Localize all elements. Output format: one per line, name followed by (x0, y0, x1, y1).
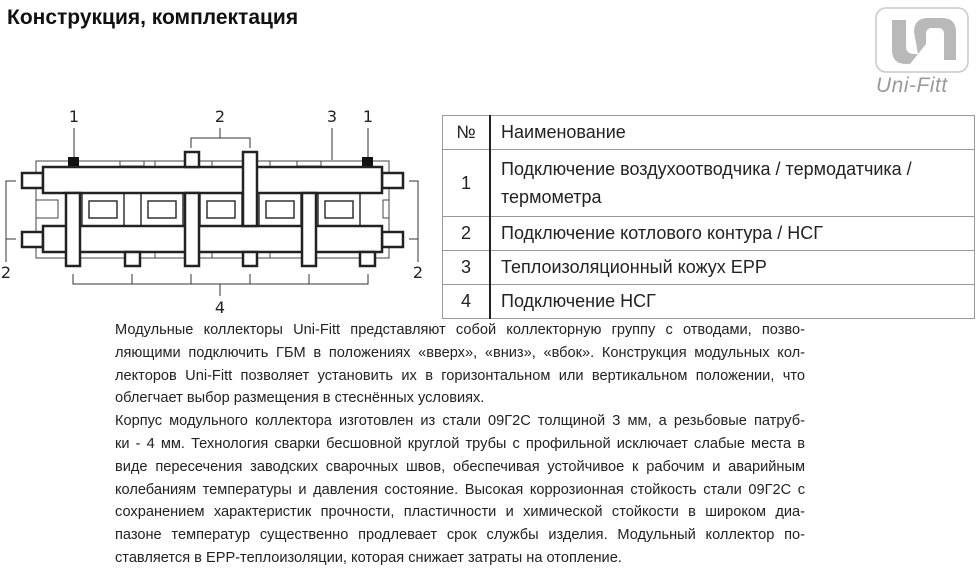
row-name: Подключение НСГ (489, 284, 975, 319)
side-connection-stub (380, 171, 405, 190)
row-num: 3 (442, 250, 491, 285)
logo-text: Uni-Fitt (876, 74, 948, 97)
table-row: 2 Подключение котлового контура / НСГ (442, 216, 975, 251)
uni-fitt-logo-icon (875, 7, 969, 73)
row-num: 4 (442, 284, 491, 319)
description-text: Модульные коллекторы Uni-Fitt представля… (115, 319, 805, 570)
paragraph-line: облегчает выбор размещения в стеснённых … (115, 390, 485, 407)
callout-label: 1 (69, 107, 79, 126)
bottom-header-pipe (41, 224, 384, 254)
paragraph-line: ки - 4 мм. Технология сварки бесшовной к… (115, 435, 805, 452)
callout-label: 4 (215, 298, 225, 317)
paragraph-line: сохранением характеристик прочности, пла… (115, 504, 805, 521)
side-connection-stub (20, 171, 45, 190)
row-name: Подключение воздухоотводчика / термодатч… (489, 149, 975, 217)
air-vent-nut (68, 157, 79, 166)
row-num: 2 (442, 216, 491, 251)
top-header-pipe (41, 165, 384, 195)
callout-label: 2 (215, 107, 225, 126)
table-row: 4 Подключение НСГ (442, 284, 975, 319)
row-name-line: термометра (501, 187, 602, 207)
header-name: Наименование (489, 115, 975, 150)
row-name: Теплоизоляционный кожух EPP (489, 250, 975, 285)
paragraph-line: виде пересечения заводских сварочных шво… (115, 458, 805, 475)
side-connection-stub (20, 230, 45, 249)
header-num: № (442, 115, 491, 150)
callout-label: 1 (363, 107, 373, 126)
components-table: № Наименование 1 Подключение воздухоотво… (442, 115, 975, 319)
insulation-housing (35, 160, 390, 259)
table-row: 1 Подключение воздухоотводчика / термода… (442, 149, 975, 217)
air-vent-nut (362, 157, 373, 166)
paragraph-line: пазоне температур существенно продлевает… (115, 527, 805, 544)
table-row: 3 Теплоизоляционный кожух EPP (442, 250, 975, 285)
paragraph-line: колебаниям температуры и давления состоя… (115, 481, 805, 498)
row-num: 1 (442, 149, 491, 217)
callout-label: 2 (1, 263, 11, 282)
paragraph-line: ляющими подключить ГБМ в положениях «вве… (115, 344, 805, 361)
collector-diagram: 1 2 3 1 2 2 4 (1, 107, 423, 317)
paragraph-line: ставляется в EPP-теплоизоляции, которая … (115, 549, 622, 566)
paragraph-line: Модульные коллекторы Uni-Fitt представля… (115, 322, 805, 338)
paragraph-line: лекторов Uni-Fitt позволяет установить и… (115, 367, 805, 384)
callout-label: 3 (327, 107, 337, 126)
row-name: Подключение котлового контура / НСГ (489, 216, 975, 251)
side-connection-stub (380, 230, 405, 249)
row-name-line: Подключение воздухоотводчика / термодатч… (501, 159, 912, 179)
paragraph-line: Корпус модульного коллектора изготовлен … (115, 413, 805, 430)
callout-label: 2 (413, 263, 423, 282)
page-title: Конструкция, комплектация (7, 6, 299, 29)
table-header-row: № Наименование (442, 115, 975, 150)
